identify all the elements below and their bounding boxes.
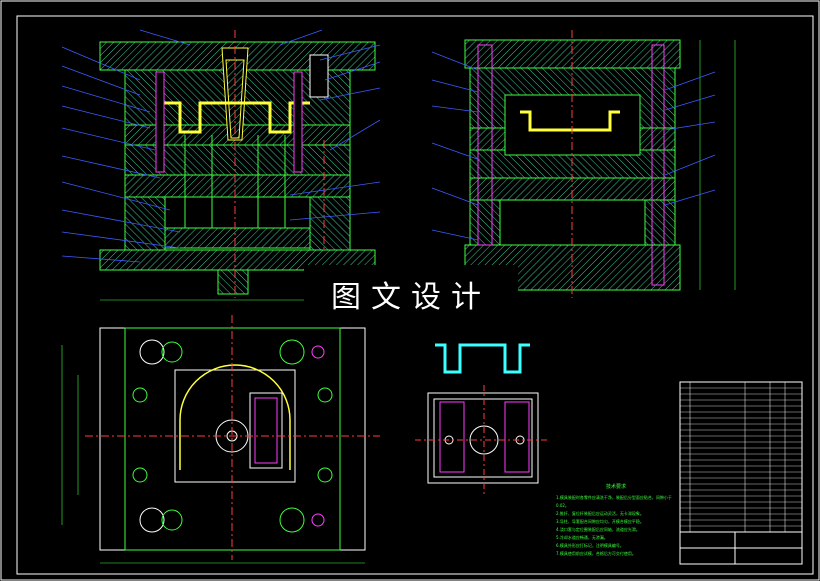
side-view-leaders <box>431 51 716 241</box>
note-item: 1.模具装配时各零件应清洗干净，装配后分型面应贴合，间隙小于0.02。 <box>556 495 672 508</box>
notes-title: 技术要求 <box>605 484 626 490</box>
plan-view <box>61 315 380 564</box>
side-section-view <box>464 30 736 298</box>
note-item: 6.模具外形应打标记，注明模具编号。 <box>556 543 624 548</box>
note-item: 3.导柱、导套配合间隙应均匀，开模合模应平稳。 <box>556 519 644 524</box>
note-item: 7.模具使用前应试模，合格后方可交付使用。 <box>556 551 636 556</box>
front-section-view <box>99 30 376 301</box>
technical-notes: 技术要求 1.模具装配时各零件应清洗干净，装配后分型面应贴合，间隙小于0.02。… <box>556 483 676 558</box>
part-detail <box>415 343 550 495</box>
watermark-label: 图文设计 <box>304 265 518 323</box>
note-item: 4.浇口套与定位圈装配后应同轴，流道应光滑。 <box>556 527 640 532</box>
note-item: 2.推杆、复位杆装配后应运动灵活，无卡滞现象。 <box>556 511 644 516</box>
inner-border <box>16 15 814 575</box>
front-view-leaders <box>61 29 381 263</box>
title-block <box>679 381 803 565</box>
note-item: 5.冷却水道应畅通，无渗漏。 <box>556 535 608 540</box>
